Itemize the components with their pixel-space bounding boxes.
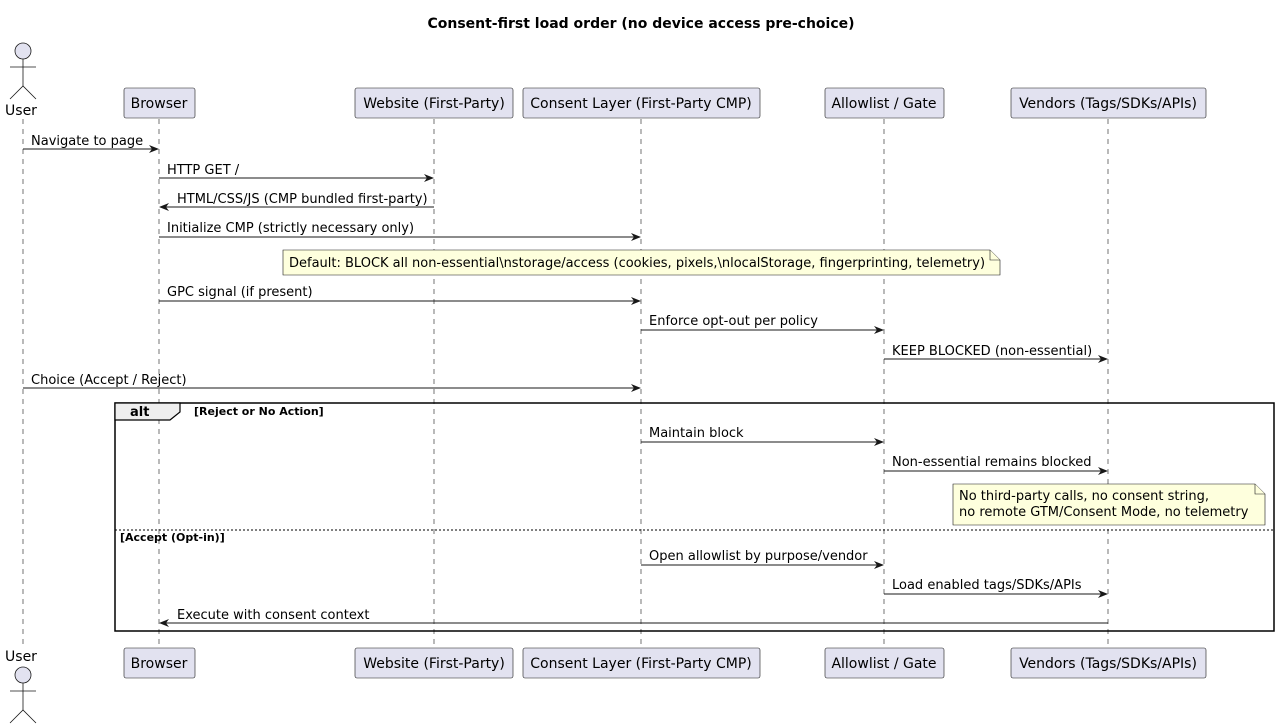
message-label: Open allowlist by purpose/vendor xyxy=(649,549,868,564)
message-load-enabled: Load enabled tags/SDKs/APIs xyxy=(884,578,1108,598)
actor-label-top: User xyxy=(5,103,37,119)
message-label: Initialize CMP (strictly necessary only) xyxy=(167,221,414,236)
fragment-guard-reject: [Reject or No Action] xyxy=(194,405,324,418)
fragment-guard-accept: [Accept (Opt-in)] xyxy=(120,531,225,544)
message-init-cmp: Initialize CMP (strictly necessary only) xyxy=(159,221,641,241)
fragment-tab xyxy=(114,402,181,421)
message-label: Choice (Accept / Reject) xyxy=(31,373,187,388)
participant-vendors-label-bottom: Vendors (Tags/SDKs/APIs) xyxy=(1019,656,1197,672)
actor-user-bottom: User xyxy=(5,649,37,724)
participants-top: Browser Website (First-Party) Consent La… xyxy=(123,87,1207,119)
participant-cmp-label: Consent Layer (First-Party CMP) xyxy=(530,96,752,112)
message-label: Non-essential remains blocked xyxy=(892,455,1092,470)
note-no-third-party: No third-party calls, no consent string,… xyxy=(952,483,1266,526)
message-html-response: HTML/CSS/JS (CMP bundled first-party) xyxy=(159,192,434,211)
lifelines xyxy=(22,119,1109,648)
actor-head xyxy=(14,42,32,60)
participant-website-label: Website (First-Party) xyxy=(363,96,505,112)
message-label: GPC signal (if present) xyxy=(167,285,313,300)
actor-user-top: User xyxy=(5,42,37,119)
message-execute-consent: Execute with consent context xyxy=(159,608,1108,627)
message-keep-blocked: KEEP BLOCKED (non-essential) xyxy=(884,344,1108,363)
fragment-frame xyxy=(114,402,1275,632)
note-line-2: no remote GTM/Consent Mode, no telemetry xyxy=(959,505,1249,520)
message-label: Navigate to page xyxy=(31,134,143,149)
note-line-1: No third-party calls, no consent string, xyxy=(959,489,1209,504)
participant-gate-label: Allowlist / Gate xyxy=(831,96,936,112)
message-navigate: Navigate to page xyxy=(23,134,159,153)
participant-browser-label-bottom: Browser xyxy=(131,656,188,672)
message-gpc-signal: GPC signal (if present) xyxy=(159,285,641,305)
message-label: Load enabled tags/SDKs/APIs xyxy=(892,578,1082,593)
message-label: Execute with consent context xyxy=(177,608,369,623)
message-label: Enforce opt-out per policy xyxy=(649,314,818,329)
message-remains-blocked: Non-essential remains blocked xyxy=(884,455,1108,475)
diagram-title: Consent-first load order (no device acce… xyxy=(427,16,854,32)
participants-bottom: Browser Website (First-Party) Consent La… xyxy=(123,647,1207,679)
participant-website-label-bottom: Website (First-Party) xyxy=(363,656,505,672)
participant-cmp-label-bottom: Consent Layer (First-Party CMP) xyxy=(530,656,752,672)
message-user-choice: Choice (Accept / Reject) xyxy=(23,373,641,392)
message-maintain-block: Maintain block xyxy=(641,426,884,446)
participant-vendors-label: Vendors (Tags/SDKs/APIs) xyxy=(1019,96,1197,112)
message-label: HTTP GET / xyxy=(167,163,240,178)
participant-gate-label-bottom: Allowlist / Gate xyxy=(831,656,936,672)
message-label: KEEP BLOCKED (non-essential) xyxy=(892,344,1092,359)
message-label: HTML/CSS/JS (CMP bundled first-party) xyxy=(177,192,428,207)
message-enforce-opt-out: Enforce opt-out per policy xyxy=(641,314,884,334)
message-http-get: HTTP GET / xyxy=(159,163,434,182)
note-text: Default: BLOCK all non-essential\nstorag… xyxy=(289,256,985,271)
participant-browser-label: Browser xyxy=(131,96,188,112)
actor-legs xyxy=(9,85,37,100)
actor-label-bottom: User xyxy=(5,649,37,665)
message-open-allowlist: Open allowlist by purpose/vendor xyxy=(641,549,884,569)
messages: Navigate to page HTTP GET / HTML/CSS/JS … xyxy=(23,134,1108,392)
note-default-block: Default: BLOCK all non-essential\nstorag… xyxy=(282,249,1001,276)
fragment-keyword: alt xyxy=(130,405,149,420)
message-label: Maintain block xyxy=(649,426,744,441)
alt-fragment: alt [Reject or No Action] Maintain block… xyxy=(114,402,1275,632)
